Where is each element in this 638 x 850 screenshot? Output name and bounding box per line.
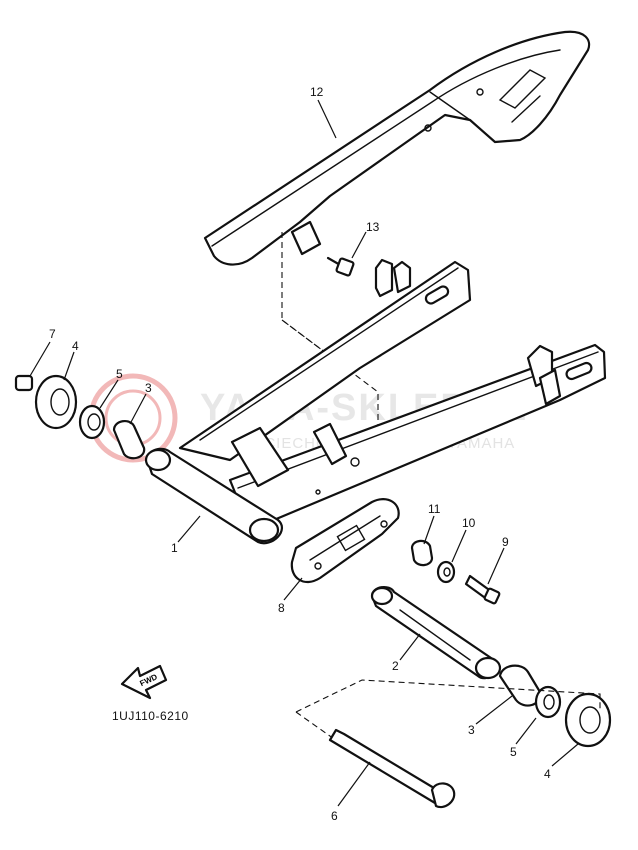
callouts: 12 13 7 4 5 3 1 8 11 10 9 2 3 5 4 6	[49, 85, 551, 823]
callout-13: 13	[366, 220, 380, 234]
chain-guard	[203, 30, 591, 266]
callout-9: 9	[502, 535, 509, 549]
callout-4-right: 4	[544, 767, 551, 781]
chain-guard-bolt	[326, 256, 355, 277]
cap-4-left	[34, 374, 78, 430]
callout-5-left: 5	[116, 367, 123, 381]
bushing-3-right	[498, 664, 542, 707]
swingarm	[144, 258, 607, 545]
slider-fasteners	[410, 539, 501, 605]
collar-11	[410, 539, 434, 567]
callout-8: 8	[278, 601, 285, 615]
callout-1: 1	[171, 541, 178, 555]
pivot-shaft	[328, 728, 456, 809]
callout-3-right: 3	[468, 723, 475, 737]
callout-3-left: 3	[145, 381, 152, 395]
nut-7	[14, 374, 34, 392]
pivot-collar	[370, 586, 502, 680]
callout-12: 12	[310, 85, 324, 99]
washer-5-left	[78, 404, 106, 440]
callout-2: 2	[392, 659, 399, 673]
callout-10: 10	[462, 516, 476, 530]
right-bushing-stack	[498, 664, 612, 748]
washer-10	[436, 560, 456, 584]
callout-4-left: 4	[72, 339, 79, 353]
washer-5-right	[534, 685, 562, 719]
cap-4-right	[564, 692, 612, 748]
callout-11: 11	[428, 502, 441, 516]
callout-7: 7	[49, 327, 56, 341]
left-bushing-stack	[14, 374, 146, 460]
callout-6: 6	[331, 809, 338, 823]
bushing-3-left	[112, 420, 146, 460]
diagram-code: 1UJ110-6210	[112, 709, 189, 723]
forward-arrow-icon: FWD	[120, 664, 168, 700]
callout-5-right: 5	[510, 745, 517, 759]
chain-slider	[290, 498, 400, 584]
leader-lines	[29, 99, 579, 807]
